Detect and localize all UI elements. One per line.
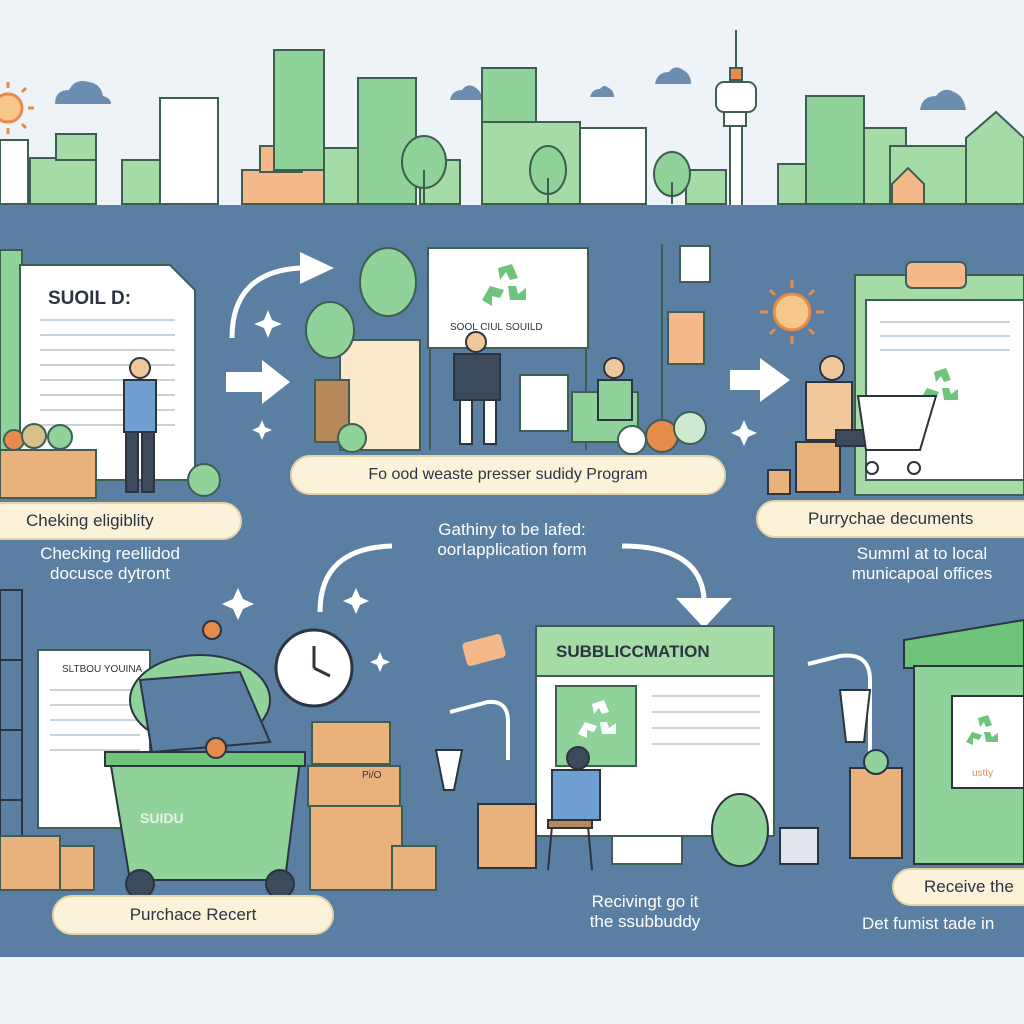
city-skyline — [0, 49, 1024, 205]
step1-caption: Checking reellidod docusce dytront — [40, 544, 180, 583]
shelf — [0, 589, 23, 841]
person-at-computer — [477, 746, 819, 871]
doc-heading: SUOIL D: — [48, 288, 132, 309]
step3-label: Purrychae decuments — [756, 500, 1024, 538]
box-label: Pi/O — [362, 770, 382, 781]
clipboard-document — [854, 261, 1024, 496]
sun-icon — [760, 280, 824, 344]
step5-caption: Recivingt go it the ssubbuddy — [589, 892, 701, 931]
step5-title: SUBBLICCMATION — [556, 642, 710, 661]
flow-arrow — [317, 543, 707, 613]
step3-caption: Summl at to local municapoal offices — [851, 544, 993, 583]
arrow-head — [226, 252, 790, 404]
step2-caption: Gathiny to be lafed: oorIapplication for… — [437, 520, 587, 559]
center-sign-text: SOOL CIUL SOUILD — [450, 322, 543, 333]
small-doc-heading: SLTBOU YOUINA — [62, 664, 143, 675]
person-shopping-cart — [767, 355, 938, 495]
ticket-icon — [462, 634, 506, 666]
arrow-head — [676, 598, 732, 628]
step1-label: Cheking eligiblity — [0, 502, 242, 540]
program-title: Fo ood weaste presser sudidy Program — [290, 455, 726, 495]
step4-label: Purchace Recert — [52, 895, 334, 935]
bin-sticker: ustty — [972, 768, 994, 779]
recycle-icon — [578, 700, 616, 738]
flow-arrow — [229, 265, 301, 339]
cardboard-boxes — [0, 721, 437, 891]
step6-caption: Det fumist tade in — [862, 914, 995, 933]
bin-label: SUIDU — [140, 810, 184, 826]
person-checking — [123, 357, 157, 493]
tv-tower — [715, 30, 757, 207]
green-bin — [104, 620, 306, 899]
recycle-icon — [966, 715, 998, 745]
cloud-icon — [55, 67, 966, 110]
clock-icon — [274, 628, 354, 708]
produce-boxes — [0, 423, 221, 499]
recycling-stand — [305, 244, 711, 455]
tree-icon — [401, 135, 691, 204]
recycle-icon — [482, 264, 526, 306]
lamp — [434, 653, 872, 791]
people-at-stand — [453, 331, 633, 445]
sparkle-icon — [222, 310, 757, 672]
sun-icon — [0, 82, 34, 134]
step6-label: Receive the — [892, 868, 1024, 906]
